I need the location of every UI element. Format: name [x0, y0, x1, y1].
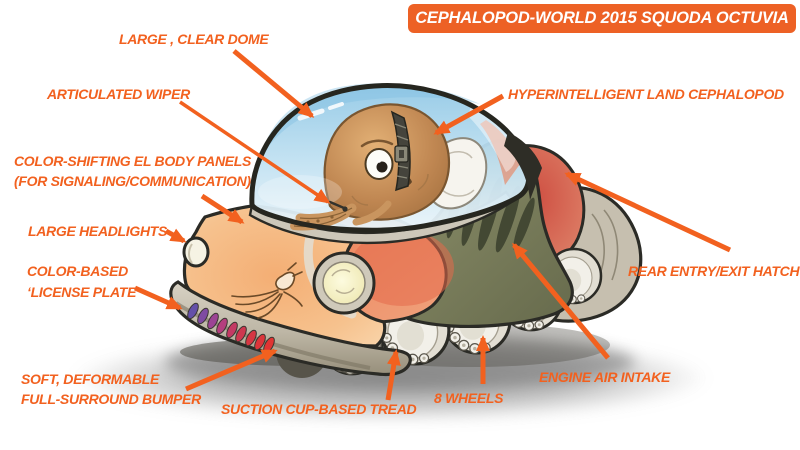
headlight-small: [182, 236, 210, 268]
banner-title: CEPHALOPOD-WORLD 2015 SQUODA OCTUVIA: [415, 9, 789, 27]
label-articulated-wiper: ARTICULATED WIPER: [47, 86, 190, 102]
label-suction-tread: SUCTION CUP-BASED TREAD: [221, 401, 417, 417]
label-engine-air-intake: ENGINE AIR INTAKE: [539, 369, 671, 385]
label-line: COLOR-BASED: [27, 263, 128, 279]
banner: CEPHALOPOD-WORLD 2015 SQUODA OCTUVIA: [408, 4, 796, 33]
label-line: ‘LICENSE PLATE’: [27, 284, 140, 300]
articulated-wiper: [328, 200, 348, 212]
label-el-body-panels: COLOR-SHIFTING EL BODY PANELS (FOR SIGNA…: [14, 151, 251, 191]
label-line: SOFT, DEFORMABLE: [21, 371, 160, 387]
label-large-clear-dome: LARGE , CLEAR DOME: [119, 31, 269, 47]
label-large-headlights: LARGE HEADLIGHTS: [28, 223, 168, 239]
label-8-wheels: 8 WHEELS: [434, 390, 504, 406]
label-rear-hatch: REAR ENTRY/EXIT HATCH: [628, 263, 800, 279]
clear-dome: [249, 83, 542, 233]
label-hyperintelligent-cephalopod: HYPERINTELLIGENT LAND CEPHALOPOD: [508, 86, 784, 102]
headlight-large: [312, 251, 376, 315]
squid-logo: [231, 262, 303, 319]
license-plate-lights: [187, 302, 275, 354]
front-bumper: [169, 280, 412, 377]
label-line: FULL-SURROUND BUMPER: [21, 391, 201, 407]
label-license-plate: COLOR-BASED ‘LICENSE PLATE’: [27, 261, 140, 303]
label-bumper: SOFT, DEFORMABLE FULL-SURROUND BUMPER: [21, 369, 201, 409]
label-line: (FOR SIGNALING/COMMUNICATION): [14, 173, 251, 189]
label-line: COLOR-SHIFTING EL BODY PANELS: [14, 153, 252, 169]
